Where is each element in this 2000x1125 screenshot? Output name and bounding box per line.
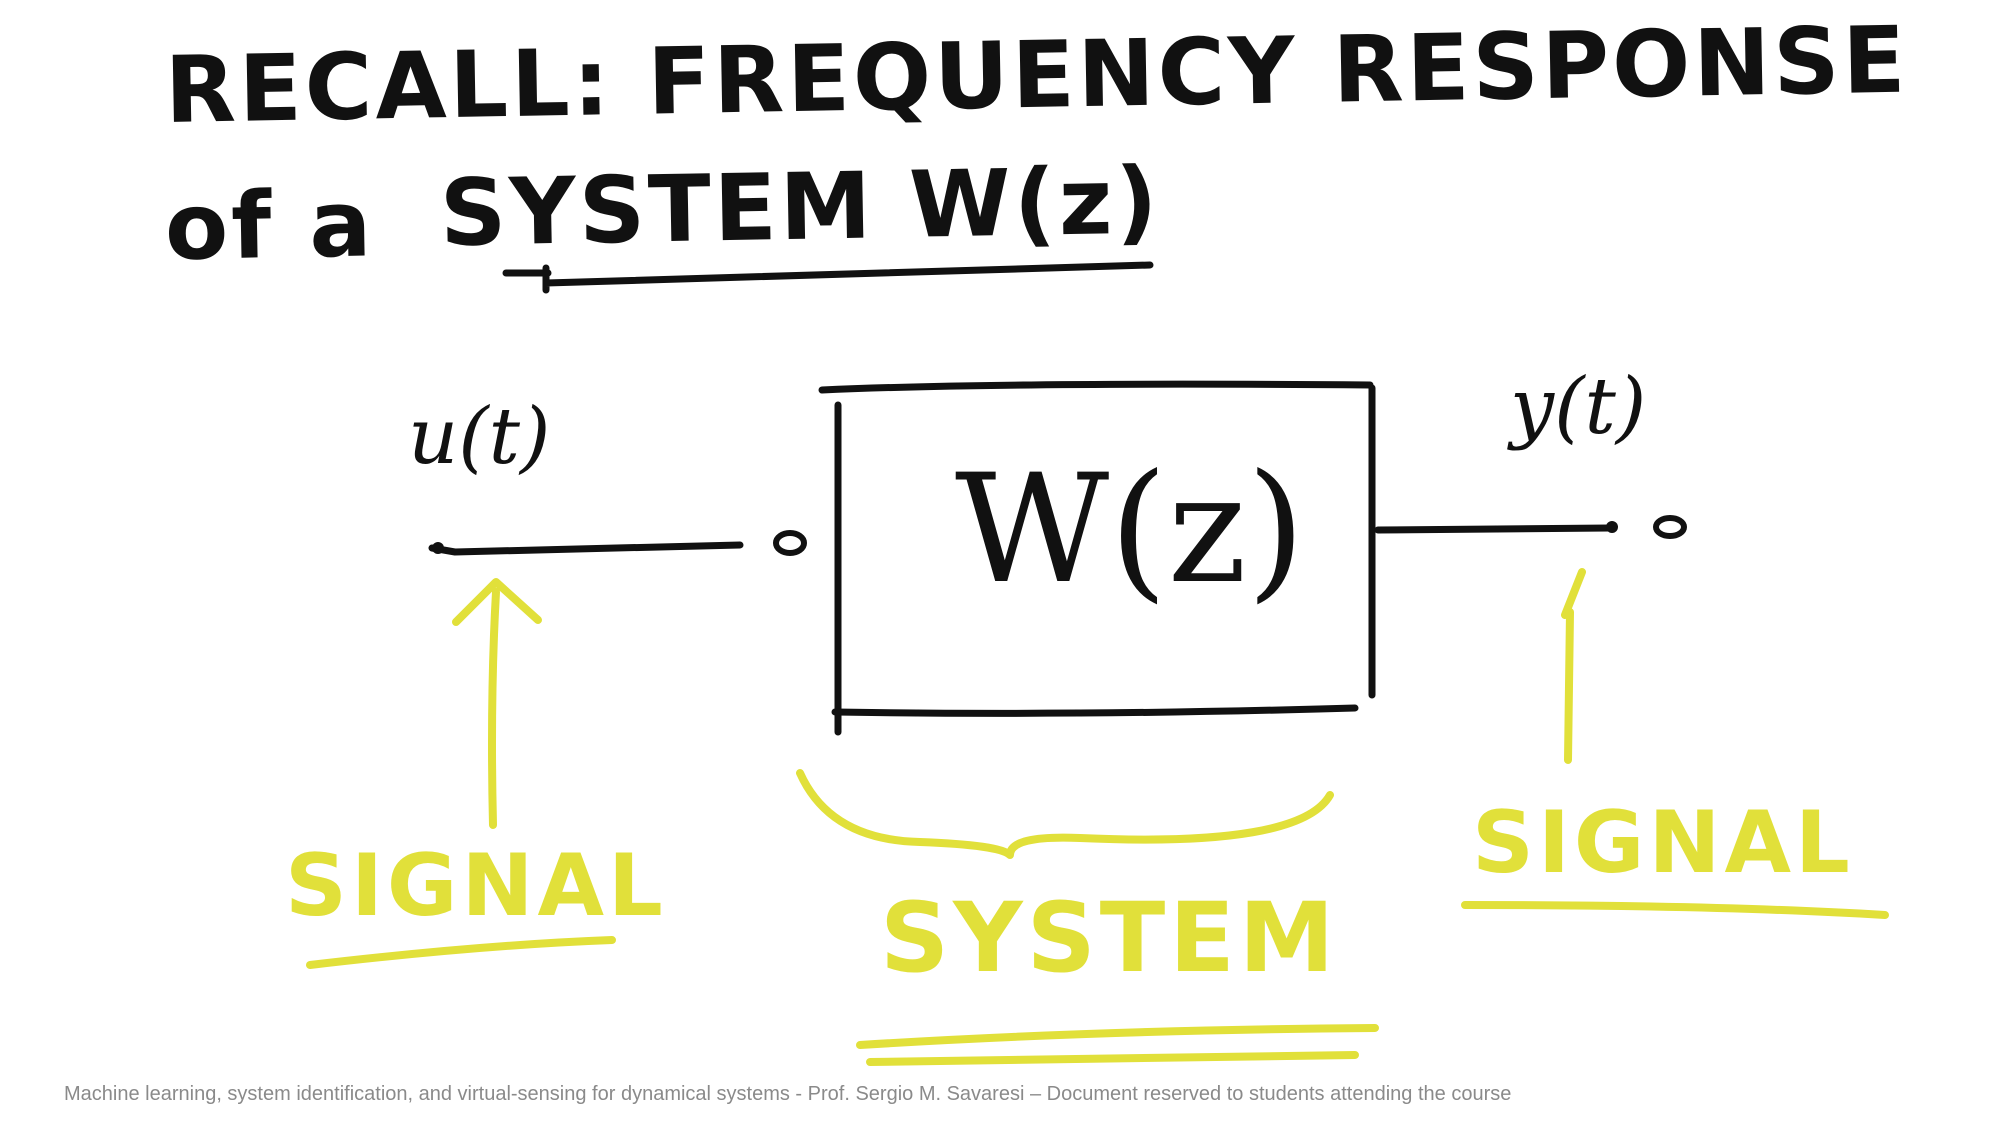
system-brace xyxy=(796,769,1334,859)
output-signal-arrow xyxy=(1561,568,1586,764)
system-double-underline xyxy=(856,1024,1379,1066)
system-block-label: W(z) xyxy=(955,443,1306,617)
output-signal-annotation: SIGNAL xyxy=(1472,793,1854,893)
input-terminal xyxy=(773,530,807,556)
output-signal-label: y(t) xyxy=(1510,362,1647,452)
system-block-bottom xyxy=(831,704,1359,717)
output-dot xyxy=(1606,521,1618,533)
system-block-top xyxy=(818,380,1374,394)
system-annotation: SYSTEM xyxy=(880,882,1339,994)
input-signal-annotation: SIGNAL xyxy=(285,836,667,936)
input-dot xyxy=(432,542,444,554)
input-signal-arrow xyxy=(452,578,542,829)
output-terminal xyxy=(1653,515,1687,539)
title-underline xyxy=(502,261,1154,294)
input-signal-underline xyxy=(306,936,616,969)
input-wire xyxy=(428,541,744,556)
footer-note: Machine learning, system identification,… xyxy=(64,1083,1512,1105)
input-signal-label: u(t) xyxy=(408,392,551,482)
output-signal-underline xyxy=(1461,901,1889,919)
output-wire xyxy=(1374,524,1614,534)
